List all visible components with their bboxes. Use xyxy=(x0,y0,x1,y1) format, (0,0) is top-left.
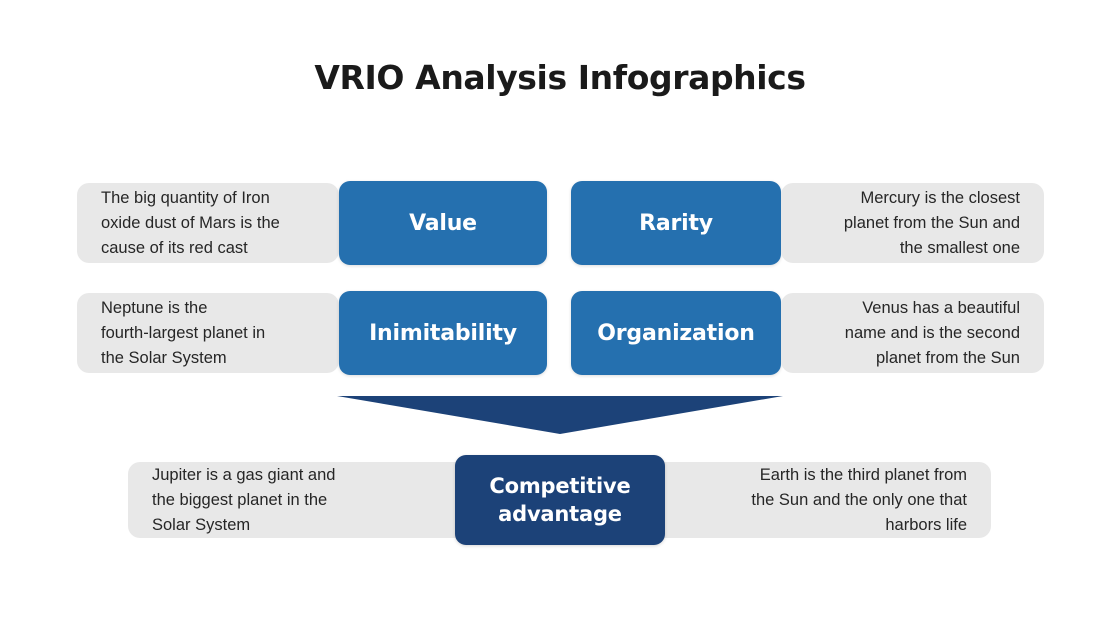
vrio-card-organization[interactable]: Organization xyxy=(571,291,781,375)
description-block-value: The big quantity of Iron oxide dust of M… xyxy=(77,183,339,263)
description-block-organization: Venus has a beautiful name and is the se… xyxy=(781,293,1044,373)
description-line: planet from the Sun xyxy=(875,348,1020,367)
description-line: Neptune is the xyxy=(101,298,208,317)
result-card-label-line2: advantage xyxy=(498,502,622,526)
description-line: Earth is the third planet from xyxy=(759,465,967,484)
description-line: the smallest one xyxy=(899,238,1020,257)
result-card-label-line1: Competitive xyxy=(489,474,631,498)
vrio-card-label: Value xyxy=(409,210,477,236)
description-line: Jupiter is a gas giant and xyxy=(152,465,336,484)
description-block-inimitability: Neptune is the fourth-largest planet in … xyxy=(77,293,339,373)
description-line: cause of its red cast xyxy=(101,238,248,257)
description-line: The big quantity of Iron xyxy=(101,188,270,207)
description-line: Venus has a beautiful xyxy=(862,298,1020,317)
vrio-card-value[interactable]: Value xyxy=(339,181,547,265)
description-block-rarity: Mercury is the closest planet from the S… xyxy=(781,183,1044,263)
description-line: the Sun and the only one that xyxy=(751,490,967,509)
vrio-card-inimitability[interactable]: Inimitability xyxy=(339,291,547,375)
description-block-result-left: Jupiter is a gas giant and the biggest p… xyxy=(128,462,473,538)
vrio-card-rarity[interactable]: Rarity xyxy=(571,181,781,265)
description-line: oxide dust of Mars is the xyxy=(101,213,280,232)
vrio-card-label: Rarity xyxy=(639,210,713,236)
description-line: harbors life xyxy=(885,515,967,534)
description-line: the biggest planet in the xyxy=(152,490,328,509)
description-line: Solar System xyxy=(152,515,251,534)
vrio-card-label: Inimitability xyxy=(369,320,517,346)
description-line: fourth-largest planet in xyxy=(101,323,266,342)
description-line: name and is the second xyxy=(844,323,1020,342)
description-line: the Solar System xyxy=(101,348,227,367)
description-line: Mercury is the closest xyxy=(860,188,1020,207)
vrio-card-label: Organization xyxy=(597,320,755,346)
result-card-competitive-advantage[interactable]: Competitive advantage xyxy=(455,455,665,545)
arrow-down-icon xyxy=(337,396,783,434)
description-block-result-right: Earth is the third planet from the Sun a… xyxy=(647,462,991,538)
page-title: VRIO Analysis Infographics xyxy=(314,58,806,97)
description-line: planet from the Sun and xyxy=(843,213,1020,232)
